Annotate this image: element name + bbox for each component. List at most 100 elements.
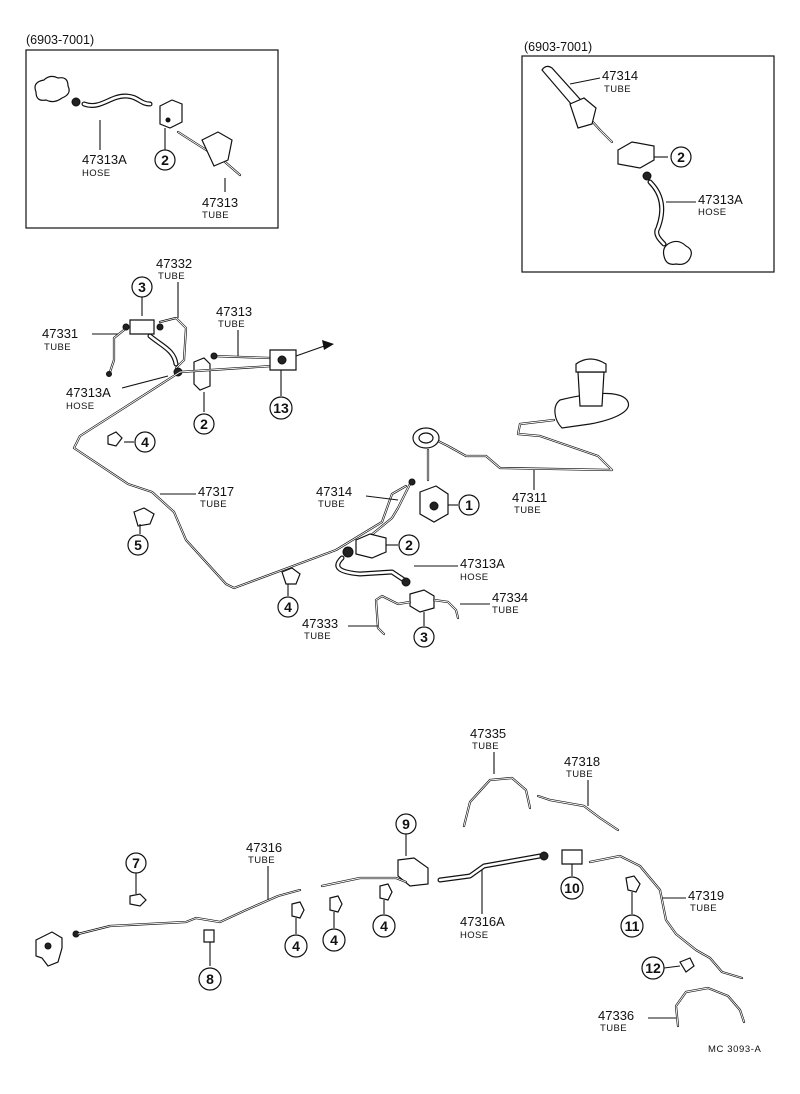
callout-circle: [277, 596, 299, 618]
callout-circle: [322, 928, 346, 952]
inset-left-label: (6903-7001): [26, 33, 94, 47]
callout-circle: [458, 494, 480, 516]
part-desc: HOSE: [460, 572, 489, 583]
clip-icon: [291, 901, 305, 919]
inset-right: (6903-7001) 47314 TUBE 2 47313A HOSE: [521, 40, 775, 273]
callout-number: 7: [132, 855, 140, 871]
inset-left: (6903-7001) 47313A HOSE 2 47313 TUBE: [25, 33, 279, 229]
part-desc: TUBE: [492, 605, 519, 616]
part-number: 47334: [492, 590, 528, 605]
callout-number: 4: [292, 938, 300, 954]
callout-circle: [413, 626, 435, 648]
part-number: 47316: [246, 840, 282, 855]
part-number: 47311: [512, 490, 547, 505]
part-desc: HOSE: [82, 168, 111, 179]
part-number: 47316A: [460, 914, 505, 929]
part-desc: TUBE: [566, 769, 593, 780]
junction-block-icon: [409, 589, 435, 613]
callout-number: 5: [134, 537, 142, 553]
part-desc: TUBE: [690, 903, 717, 914]
callout-number: 4: [330, 932, 338, 948]
callout-number: 1: [465, 497, 473, 513]
clip-icon: [203, 929, 215, 943]
part-number: 47314: [602, 68, 638, 83]
bracket-icon: [355, 533, 387, 559]
clip-icon: [281, 567, 301, 585]
callout-number: 4: [380, 918, 388, 934]
diagram-code: MC 3093-A: [708, 1044, 762, 1055]
callout-number: 2: [200, 416, 208, 432]
bracket-icon: [193, 357, 211, 391]
callout-circle: [134, 431, 156, 453]
callout-number: 4: [141, 434, 149, 450]
callout-circle: [560, 876, 584, 900]
master-cylinder-icon: [554, 392, 630, 429]
part-desc: TUBE: [158, 271, 185, 282]
part-desc: TUBE: [304, 631, 331, 642]
bracket-icon: [159, 99, 183, 129]
part-desc: TUBE: [248, 855, 275, 866]
clip-icon: [625, 875, 641, 893]
callout-circle: [127, 534, 149, 556]
callout-number: 12: [645, 960, 661, 976]
callout-number: 4: [284, 599, 292, 615]
part-number: 47314: [316, 484, 352, 499]
callout-circle: [398, 534, 420, 556]
rear-brake-lines: 47335 TUBE 47318 TUBE 9 47316A HOSE 10 4…: [35, 726, 762, 1055]
part-number: 47332: [156, 256, 192, 271]
part-number: 47313: [216, 304, 252, 319]
callout-circle: [620, 914, 644, 938]
junction-block-icon: [129, 319, 155, 335]
part-desc: TUBE: [44, 342, 71, 353]
callout-number: 2: [405, 537, 413, 553]
wheel-cylinder-icon: [662, 240, 692, 265]
part-desc: HOSE: [460, 930, 489, 941]
part-number: 47317: [198, 484, 234, 499]
callout-circle: [198, 967, 222, 991]
clip-icon: [129, 893, 147, 907]
clip-icon: [329, 895, 343, 913]
part-number: 47333: [302, 616, 338, 631]
inset-left-frame: [25, 49, 279, 229]
clip-icon: [569, 97, 597, 129]
clip-icon: [133, 507, 155, 527]
part-desc: TUBE: [200, 499, 227, 510]
part-number: 47331: [42, 326, 78, 341]
part-desc: TUBE: [514, 505, 541, 516]
part-number: 47335: [470, 726, 506, 741]
part-desc: TUBE: [600, 1023, 627, 1034]
part-desc: HOSE: [66, 401, 95, 412]
callout-circle: [193, 413, 215, 435]
part-number: 47336: [598, 1008, 634, 1023]
callout-number: 2: [677, 149, 685, 165]
callout-circle: [269, 396, 293, 420]
part-desc: TUBE: [604, 84, 631, 95]
part-desc: TUBE: [318, 499, 345, 510]
callout-number: 11: [625, 918, 640, 934]
clip-icon: [379, 883, 393, 901]
callout-number: 3: [420, 629, 428, 645]
callout-number: 2: [161, 152, 169, 168]
reservoir-cap-icon: [575, 358, 607, 373]
callout-number: 8: [206, 971, 214, 987]
clip-icon: [679, 957, 695, 973]
arrow-icon: [322, 340, 334, 350]
wheel-cylinder-icon: [34, 75, 70, 103]
bracket-icon: [397, 857, 429, 887]
part-desc: TUBE: [218, 319, 245, 330]
part-desc: TUBE: [202, 210, 229, 221]
part-number: 47313A: [460, 556, 505, 571]
part-number: 47313A: [82, 152, 127, 167]
reservoir-icon: [577, 371, 605, 407]
part-desc: TUBE: [472, 741, 499, 752]
callout-circle: [372, 914, 396, 938]
inset-right-label: (6903-7001): [524, 40, 592, 54]
clip-icon: [107, 431, 123, 447]
callout-circle: [284, 934, 308, 958]
clip-icon: [201, 131, 233, 167]
union-bolt-icon: [71, 97, 81, 107]
bracket-icon: [617, 141, 655, 169]
part-number: 47313A: [698, 192, 743, 207]
callout-circle: [670, 146, 692, 168]
